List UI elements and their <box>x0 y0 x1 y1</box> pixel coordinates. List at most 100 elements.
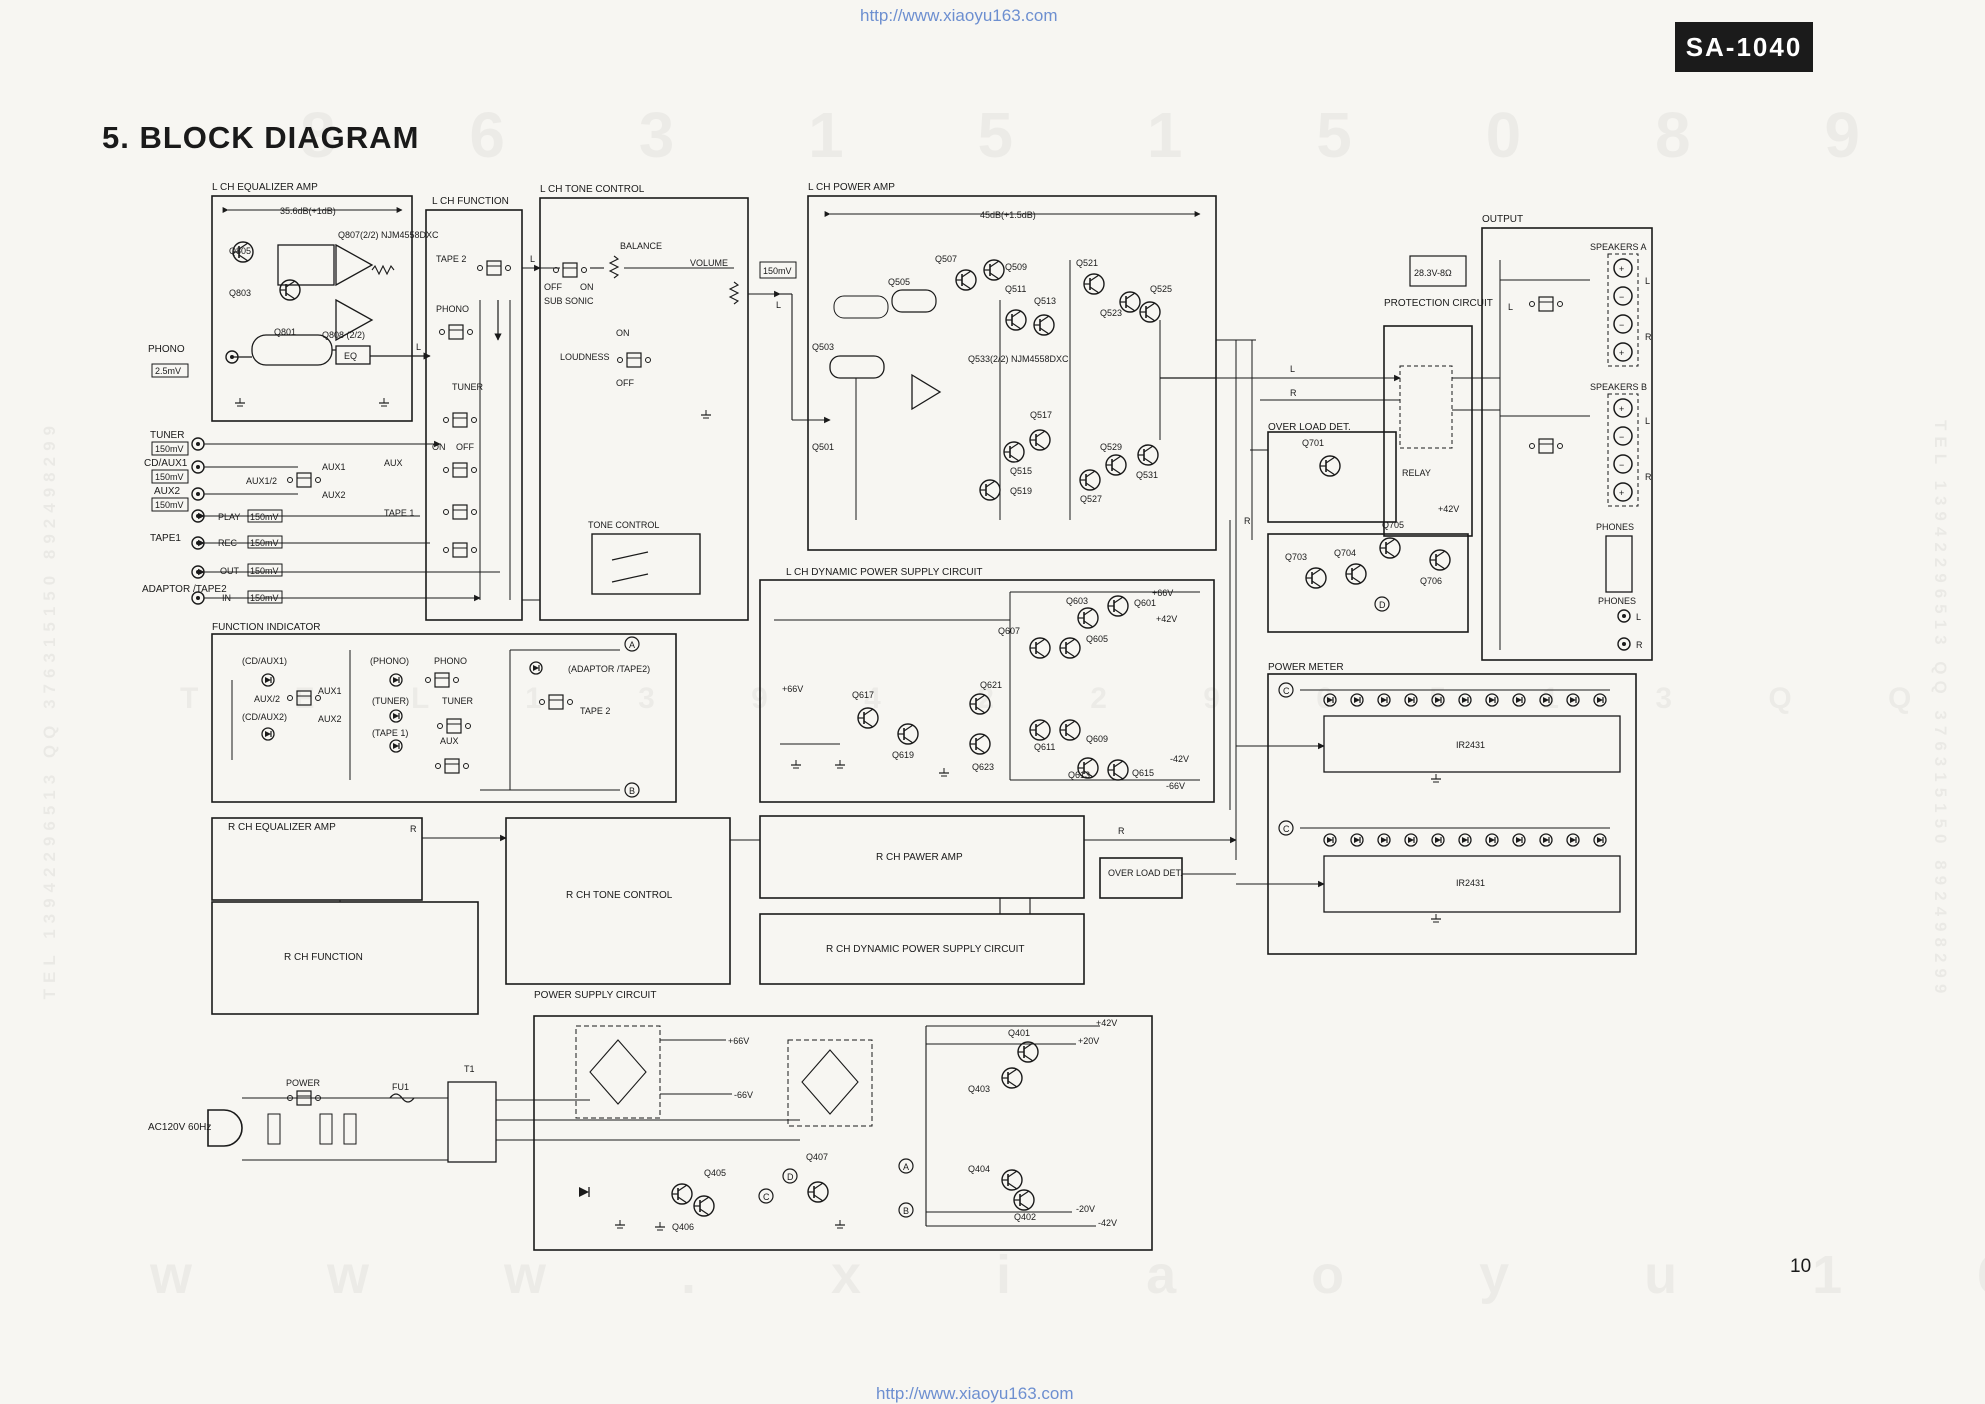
tuner-select-switch[interactable] <box>442 412 478 428</box>
tone-control-label: TONE CONTROL <box>588 520 659 530</box>
transformer-t1 <box>447 1081 497 1163</box>
loudness-label: LOUDNESS <box>560 352 610 362</box>
q402-transistor <box>1013 1189 1035 1211</box>
q511-transistor <box>1005 309 1027 331</box>
watermark-site: w w w . x i a o y u 1 6 3 . c o m <box>150 1244 1985 1306</box>
meter-led-bottom-11 <box>1593 833 1607 847</box>
aux2-jack[interactable] <box>191 487 205 501</box>
q617-transistor <box>857 707 879 729</box>
protect-r-label: R <box>1244 516 1251 526</box>
phones-l-jack[interactable] <box>1617 609 1631 623</box>
tape-jack-levels: PLAY 150mV REC 150mV OUT 150mV IN 150mV <box>198 440 500 604</box>
input-adaptor-label: ADAPTOR /TAPE2 <box>142 584 227 595</box>
q623-label: Q623 <box>972 762 994 772</box>
func-aux12-label: AUX1/2 <box>246 476 277 486</box>
q406-transistor <box>693 1195 715 1217</box>
tape-play-level: 150mV <box>250 512 279 522</box>
rch-pa-out-r: R <box>1118 826 1125 836</box>
subsonic-on-label: ON <box>580 282 594 292</box>
tape2-monitor-switch[interactable] <box>476 260 512 276</box>
tape1-select-switch[interactable] <box>442 504 478 520</box>
q801-label: Q801 <box>274 327 296 337</box>
input-cdaux1-level: 150mV <box>155 472 184 482</box>
q501-diff-pair <box>829 355 885 379</box>
func-aux2-label: AUX2 <box>322 490 346 500</box>
tape1-rec-jack[interactable] <box>191 536 205 550</box>
aux12-switch[interactable] <box>286 472 322 488</box>
tape-play-label: PLAY <box>218 512 240 522</box>
source-url-bottom[interactable]: http://www.xiaoyu163.com <box>876 1384 1074 1403</box>
ind-tuner-label: TUNER <box>442 696 473 706</box>
tuner-jack[interactable] <box>191 437 205 451</box>
input-aux2-level: 150mV <box>155 500 184 510</box>
speaker-a-r-minus-sign: − <box>1619 320 1624 330</box>
meter-ground-2 <box>1430 913 1442 923</box>
ind-tape2-switch[interactable] <box>538 694 574 710</box>
rch-power-amp-title: R CH PAWER AMP <box>876 852 963 863</box>
q619-transistor <box>897 723 919 745</box>
ind-cdaux2-label: (CD/AUX2) <box>242 712 287 722</box>
q601-label: Q601 <box>1134 598 1156 608</box>
q703-label: Q703 <box>1285 552 1307 562</box>
phones-l-label: L <box>1636 612 1641 622</box>
meter-led-top-7 <box>1485 693 1499 707</box>
cdaux1-jack[interactable] <box>191 460 205 474</box>
aux-select-switch[interactable] <box>442 462 478 478</box>
eq-label: EQ <box>344 351 357 361</box>
volume-pot[interactable] <box>729 281 739 305</box>
ind-cdaux1-label: (CD/AUX1) <box>242 656 287 666</box>
speakers-a-switch[interactable] <box>1528 296 1564 312</box>
power-meter-title: POWER METER <box>1268 662 1344 673</box>
q706-label: Q706 <box>1420 576 1442 586</box>
tape2-out-jack[interactable] <box>191 565 205 579</box>
eq-gain-label: 35.6dB(+1dB) <box>280 206 336 216</box>
ind-tuner-switch[interactable] <box>436 718 472 734</box>
ind-aux-switch[interactable] <box>286 690 322 706</box>
q615-transistor <box>1107 759 1129 781</box>
meter-led-top-8 <box>1512 693 1526 707</box>
q603-transistor <box>1077 607 1099 629</box>
power-meter-block: POWER METER C IR2431 C IR2431 <box>1236 662 1637 955</box>
ind-phono-switch[interactable] <box>424 672 460 688</box>
q517-transistor <box>1029 429 1051 451</box>
protect-detector-box <box>1267 533 1469 633</box>
input-tuner-level: 150mV <box>155 444 184 454</box>
tape-dub-switch[interactable] <box>442 542 478 558</box>
ac-input-label: AC120V 60Hz <box>148 1122 211 1133</box>
rch-tone-control-box <box>505 817 731 985</box>
meter-led-top-6 <box>1458 693 1472 707</box>
eq-ground-1 <box>234 397 246 407</box>
speakers-b-switch[interactable] <box>1528 438 1564 454</box>
meter-led-top-9 <box>1539 693 1553 707</box>
phono-select-switch[interactable] <box>438 324 474 340</box>
balance-pot[interactable] <box>609 255 619 279</box>
q615-label: Q615 <box>1132 768 1154 778</box>
meter-led-bottom-2 <box>1350 833 1364 847</box>
source-url-top[interactable]: http://www.xiaoyu163.com <box>860 6 1058 25</box>
q807-label: Q807(2/2) NJM4558DXC <box>338 230 439 240</box>
q611-transistor <box>1029 719 1051 741</box>
phones-r-jack[interactable] <box>1617 637 1631 651</box>
power-amp-gain: 45dB(+1.5dB) <box>980 210 1036 220</box>
q605-transistor <box>1059 637 1081 659</box>
q505-label: Q505 <box>888 277 910 287</box>
meter-node-c-bottom: C <box>1283 824 1290 834</box>
tape1-play-jack[interactable] <box>191 509 205 523</box>
phones-jack[interactable] <box>1605 535 1633 593</box>
ind-aux-select-switch[interactable] <box>434 758 470 774</box>
loudness-switch[interactable] <box>616 352 652 368</box>
q515-label: Q515 <box>1010 466 1032 476</box>
subsonic-switch[interactable] <box>552 262 588 278</box>
meter-led-row-top <box>1323 693 1607 707</box>
fuse-label: FU1 <box>392 1082 409 1092</box>
dps-p66: +66V <box>1152 588 1173 598</box>
meter-led-bottom-4 <box>1404 833 1418 847</box>
speakers-b-label: SPEAKERS B <box>1590 382 1647 392</box>
q401-transistor <box>1017 1041 1039 1063</box>
ind-tape2-label: TAPE 2 <box>580 706 610 716</box>
eq-out-l: L <box>416 342 421 352</box>
meter-led-top-5 <box>1431 693 1445 707</box>
ir2431-bottom-label: IR2431 <box>1456 878 1485 888</box>
ps-ground-2 <box>654 1221 666 1231</box>
